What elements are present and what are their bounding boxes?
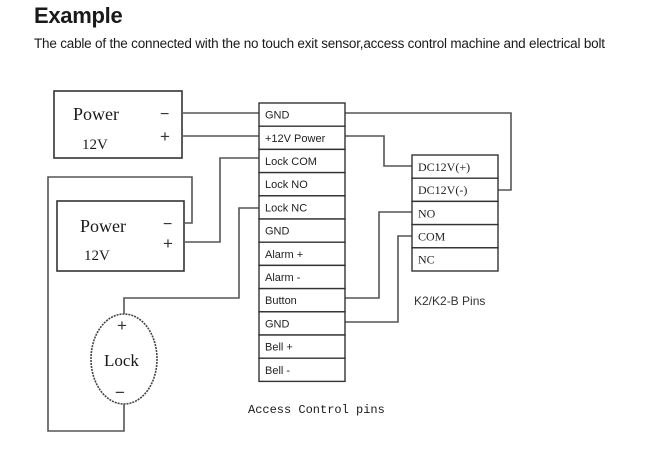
k2-pin-label: COM — [418, 230, 446, 244]
k2-pin-label: NC — [418, 253, 435, 267]
k2-caption: K2/K2-B Pins — [414, 294, 485, 308]
k2-pin-block: DC12V(+) DC12V(-) NO COM NC — [411, 154, 499, 272]
access-control-caption: Access Control pins — [248, 403, 385, 417]
power-supply-1-voltage: 12V — [82, 137, 108, 153]
k2-pin-label: DC12V(-) — [418, 183, 467, 197]
wire-gnd-dc12v-minus — [345, 112, 512, 191]
access-control-pin-label: +12V Power — [265, 133, 326, 145]
power-supply-2-label: Power — [80, 216, 126, 236]
wire-lockcom-power2-plus — [185, 157, 259, 243]
access-control-pin: GND — [258, 218, 346, 243]
lock-plus: + — [117, 316, 127, 335]
access-control-pin: Lock COM — [258, 148, 346, 174]
access-control-pin: Alarm - — [258, 264, 346, 290]
power-supply-1-box — [53, 90, 183, 159]
access-control-pin-label: Lock NC — [265, 202, 307, 214]
access-control-pin-label: Alarm + — [265, 249, 303, 261]
access-control-pin: Bell + — [258, 334, 346, 359]
k2-pin: DC12V(-) — [411, 177, 499, 203]
k2-pin-label: DC12V(+) — [418, 160, 470, 174]
access-control-pin-label: Bell + — [265, 342, 293, 354]
lock-label: Lock — [104, 351, 139, 370]
power-supply-1-minus: − — [160, 106, 169, 123]
access-control-pin: Bell - — [258, 357, 346, 383]
wire-gnd-com — [345, 235, 412, 323]
access-control-pin-label: GND — [265, 110, 290, 122]
lock-minus: − — [115, 383, 125, 402]
access-control-pin-label: Button — [265, 295, 297, 307]
access-control-pin: GND — [258, 102, 346, 127]
power-supply-2-box — [56, 200, 185, 272]
access-control-pin-label: GND — [265, 226, 290, 238]
access-control-pin-label: Alarm - — [265, 272, 301, 284]
access-control-pin: Alarm + — [258, 241, 346, 267]
k2-pin: NC — [411, 247, 499, 272]
wire-button-no — [345, 211, 412, 299]
wire-power2-minus-lock-minus — [47, 176, 193, 432]
wire-locknc-lock-plus — [123, 207, 259, 314]
access-control-pin-cell — [258, 357, 346, 383]
power-supply-1-label: Power — [73, 104, 119, 124]
k2-pin: NO — [411, 200, 499, 226]
power-supply-2-plus: + — [163, 234, 173, 253]
k2-pin-cell — [411, 247, 499, 272]
power-supply-2-voltage: 12V — [84, 248, 110, 264]
wire-12v-dc12v-plus — [345, 135, 412, 167]
access-control-pin-label: Lock NO — [265, 179, 308, 191]
access-control-pin-label: Lock COM — [265, 156, 317, 168]
power-supply-2-minus: − — [163, 216, 172, 233]
page-title: Example — [34, 3, 123, 28]
access-control-pin-label: GND — [265, 318, 290, 330]
k2-pin: COM — [411, 223, 499, 249]
access-control-pin: Lock NO — [258, 171, 346, 197]
description: The cable of the connected with the no t… — [34, 36, 605, 51]
access-control-pin: +12V Power — [258, 125, 346, 151]
access-control-pin: GND — [258, 311, 346, 336]
access-control-pin: Lock NC — [258, 195, 346, 220]
access-control-pin-label: Bell - — [265, 365, 290, 377]
power-supply-1-plus: + — [160, 127, 170, 146]
access-control-pin: Button — [258, 287, 346, 313]
k2-pin-label: NO — [418, 206, 436, 220]
k2-pin: DC12V(+) — [411, 154, 499, 179]
